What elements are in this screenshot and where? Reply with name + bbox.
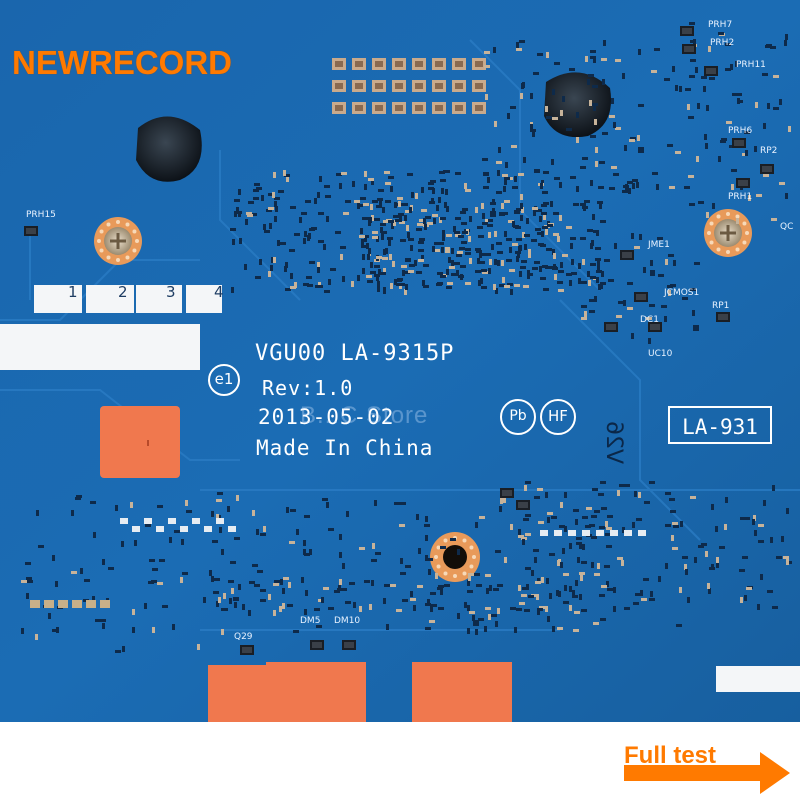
side-mark: V26 bbox=[601, 420, 627, 465]
chip-row bbox=[332, 58, 486, 114]
white-label-bottom-right bbox=[716, 666, 800, 692]
orange-pads bbox=[100, 406, 512, 722]
e1-circle-mark: e1 bbox=[208, 364, 240, 396]
label-prh1: PRH1 bbox=[728, 192, 753, 202]
halogen-free-mark: HF bbox=[540, 399, 576, 435]
slot-number-1: 1 bbox=[68, 283, 78, 301]
label-q29: Q29 bbox=[234, 632, 253, 642]
label-prh6: PRH6 bbox=[728, 126, 753, 136]
label-qc: QC bbox=[780, 222, 794, 232]
full-test-callout: Full test bbox=[624, 742, 717, 769]
screw-holes bbox=[94, 209, 752, 582]
white-label-block bbox=[0, 324, 200, 370]
brand-logo-text: NEWRECORD bbox=[12, 44, 232, 81]
slot-number-3: 3 bbox=[166, 283, 176, 301]
label-slots bbox=[34, 285, 222, 313]
pb-free-mark: Pb bbox=[500, 399, 536, 435]
label-rp1: RP1 bbox=[712, 301, 730, 311]
board-date: 2013-05-02 bbox=[258, 405, 395, 429]
board-model: VGU00 LA-9315P bbox=[255, 341, 455, 366]
smd-components bbox=[21, 22, 792, 655]
pad-marker bbox=[147, 440, 149, 446]
label-prh2: PRH2 bbox=[710, 38, 735, 48]
slot-number-2: 2 bbox=[118, 283, 128, 301]
label-dm10: DM10 bbox=[334, 616, 361, 626]
label-prh11: PRH11 bbox=[736, 60, 766, 70]
label-uc10: UC10 bbox=[648, 349, 673, 359]
label-rp2: RP2 bbox=[760, 146, 778, 156]
store-watermark: B...C Store bbox=[300, 402, 429, 429]
label-prh15: PRH15 bbox=[26, 210, 56, 220]
board-stamp: LA-931 bbox=[668, 406, 772, 444]
label-dc1: DC1 bbox=[640, 315, 659, 325]
slot-number-4: 4 bbox=[214, 283, 224, 301]
label-jcmos1: JCMOS1 bbox=[664, 288, 700, 298]
label-dm5: DM5 bbox=[300, 616, 321, 626]
board-origin: Made In China bbox=[256, 436, 434, 460]
rubber-bumps bbox=[136, 72, 612, 182]
label-prh7: PRH7 bbox=[708, 20, 733, 30]
label-jme1: JME1 bbox=[648, 240, 670, 250]
photo-background bbox=[0, 722, 800, 800]
arrow-icon bbox=[624, 752, 790, 794]
board-revision: Rev:1.0 bbox=[262, 376, 354, 400]
